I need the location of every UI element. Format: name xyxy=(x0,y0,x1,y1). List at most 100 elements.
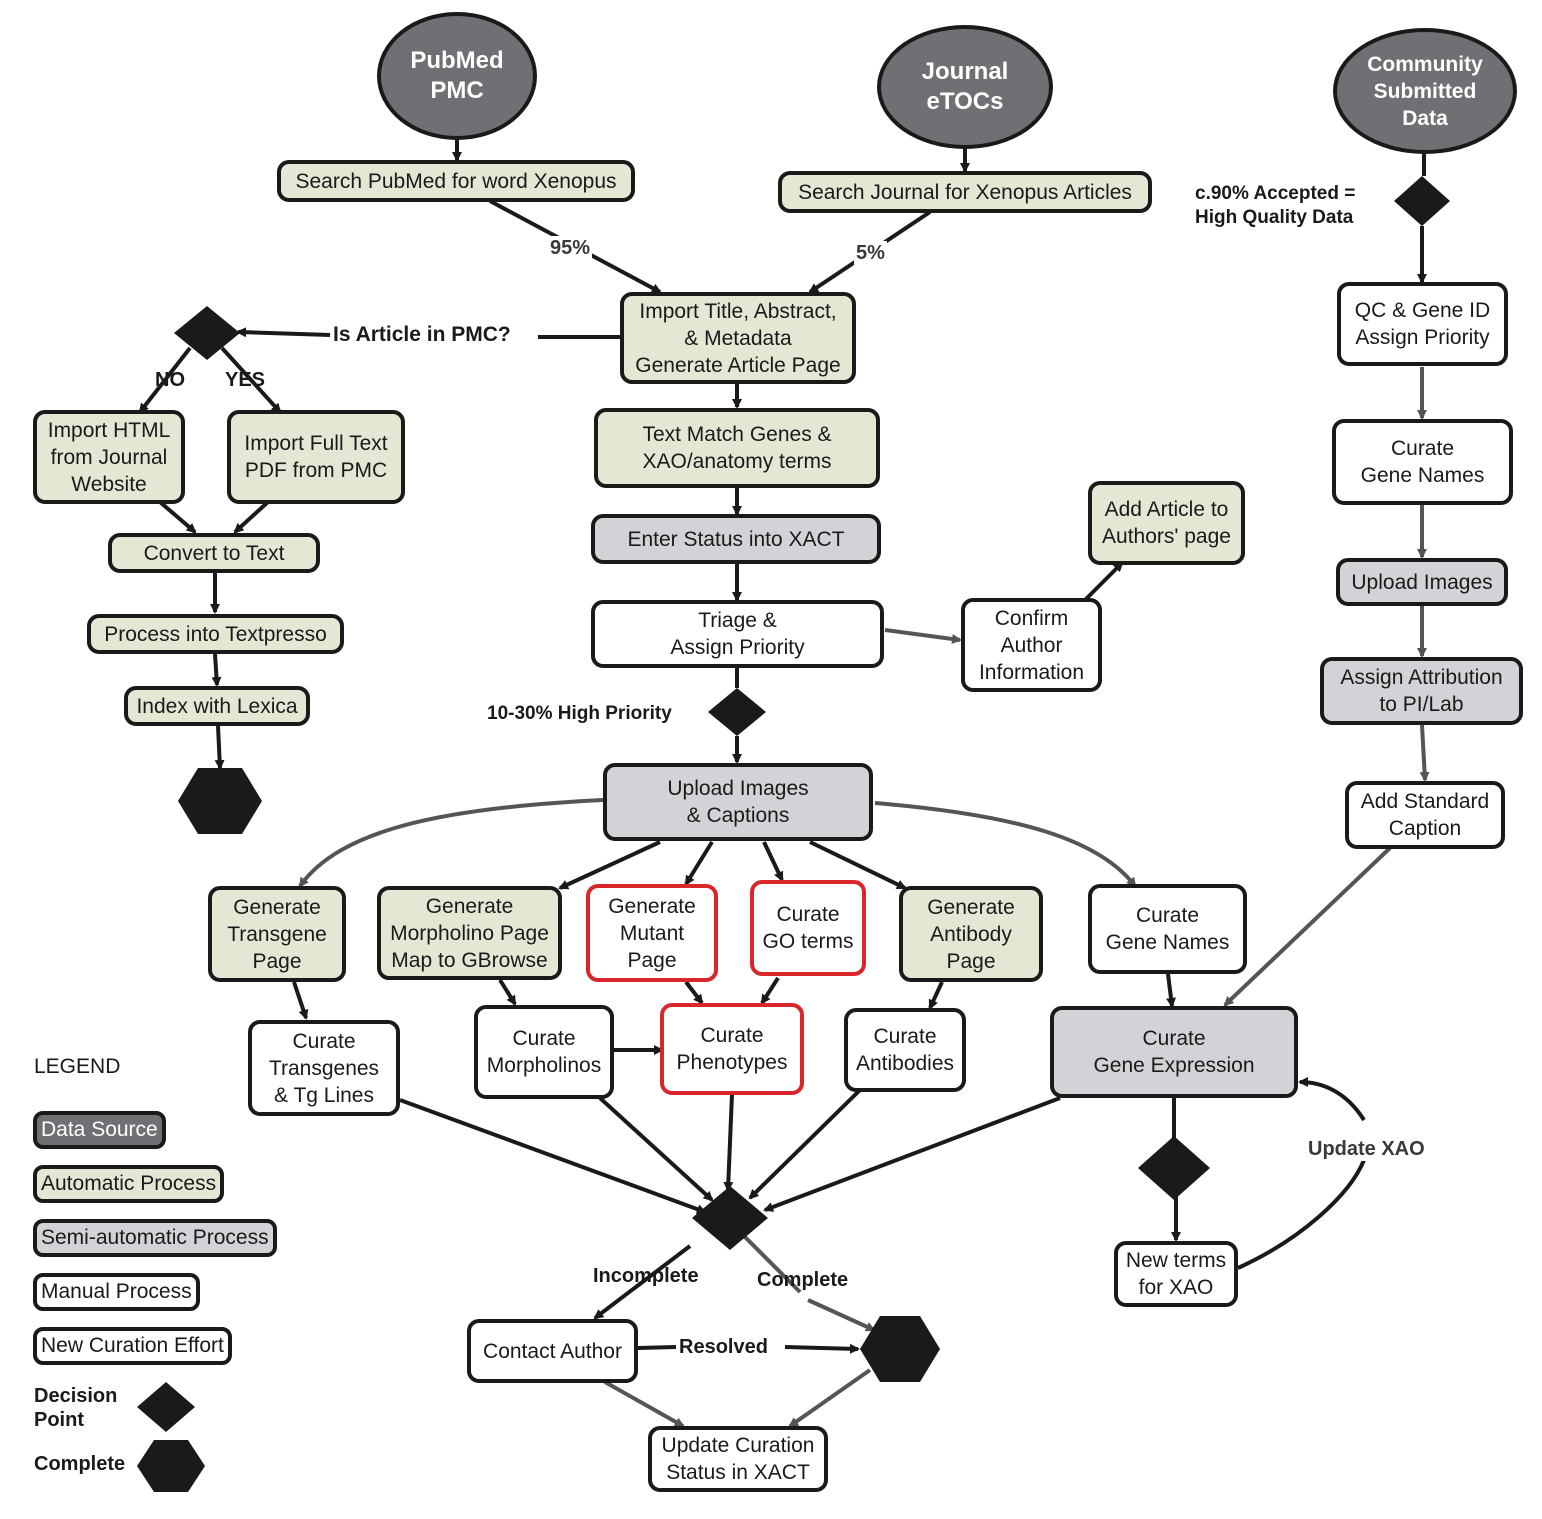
arrow-no xyxy=(138,346,192,414)
label-5-percent: 5% xyxy=(854,241,887,265)
upload-captions-node: Upload Images & Captions xyxy=(603,763,873,841)
update-curation-status-node: Update Curation Status in XACT xyxy=(648,1426,828,1492)
arrow-html-convert xyxy=(158,500,197,534)
generate-mutant-node: Generate Mutant Page xyxy=(586,884,718,982)
curate-gene-expression-node: Curate Gene Expression xyxy=(1050,1006,1298,1098)
source-pubmed-pmc: PubMed PMC xyxy=(377,12,537,140)
arrow-resolved xyxy=(784,1343,860,1354)
label-update-xao: Update XAO xyxy=(1306,1137,1427,1161)
complete-hexagon-curation xyxy=(860,1316,940,1382)
arrow-phenotypes-decision xyxy=(723,1093,734,1192)
arrow-caption-expression xyxy=(1223,846,1392,1007)
arrow-go-phenotype xyxy=(760,976,780,1005)
search-pubmed-node: Search PubMed for word Xenopus xyxy=(277,160,635,202)
arrow-mutant-phenotype xyxy=(684,980,704,1005)
contact-author-node: Contact Author xyxy=(467,1319,638,1383)
legend-automatic-process: Automatic Process xyxy=(33,1165,225,1203)
label-resolved: Resolved xyxy=(679,1336,768,1358)
curate-go-node: Curate GO terms xyxy=(750,880,866,976)
label-is-article-in-pmc: Is Article in PMC? xyxy=(333,323,511,346)
enter-status-node: Enter Status into XACT xyxy=(591,514,881,564)
arrow-upload-antibody xyxy=(809,840,907,890)
legend-new-curation-effort: New Curation Effort xyxy=(33,1327,232,1365)
source-journal-etocs: Journal eTOCs xyxy=(877,25,1053,149)
curate-transgenes-node: Curate Transgenes & Tg Lines xyxy=(248,1020,400,1116)
arrow-index-complete xyxy=(214,725,225,770)
arrow-pmc-decision xyxy=(236,327,331,338)
curate-gene-names-mid-node: Curate Gene Names xyxy=(1088,884,1247,974)
upload-images-right-node: Upload Images xyxy=(1336,558,1508,606)
arrow-triage-confirm xyxy=(884,628,962,644)
line-complete-left xyxy=(736,1228,802,1294)
curate-antibodies-node: Curate Antibodies xyxy=(844,1008,966,1092)
decision-diamond-priority xyxy=(708,688,766,736)
convert-text-node: Convert to Text xyxy=(108,533,320,573)
line-update-xao-bottom xyxy=(1237,1159,1366,1270)
import-full-text-node: Import Full Text PDF from PMC xyxy=(227,410,405,504)
label-high-priority: 10-30% High Priority xyxy=(487,703,672,724)
arrow-upload-morpholino xyxy=(558,840,661,890)
label-no: NO xyxy=(155,369,185,391)
new-terms-node: New terms for XAO xyxy=(1114,1241,1238,1307)
arrow-transgene-curate xyxy=(292,981,309,1020)
arrow-morpholinos-decision xyxy=(598,1096,714,1202)
arrow-upload-mutant xyxy=(684,840,714,886)
legend-hexagon-icon xyxy=(137,1440,205,1492)
assign-attribution-node: Assign Attribution to PI/Lab xyxy=(1320,657,1523,725)
label-95-percent: 95% xyxy=(548,236,593,260)
arrow-expression-decision xyxy=(763,1096,1061,1212)
arrow-complete xyxy=(807,1298,876,1332)
add-standard-caption-node: Add Standard Caption xyxy=(1345,781,1505,849)
arrow-incomplete xyxy=(593,1244,692,1320)
curate-gene-names-right-node: Curate Gene Names xyxy=(1332,419,1513,505)
decision-diamond-completeness xyxy=(692,1186,768,1250)
label-yes: YES xyxy=(225,369,266,391)
label-complete: Complete xyxy=(757,1269,849,1291)
triage-node: Triage & Assign Priority xyxy=(591,600,884,668)
add-article-node: Add Article to Authors' page xyxy=(1088,481,1245,565)
arrow-yes xyxy=(220,346,282,414)
arrow-assign-caption xyxy=(1419,724,1430,782)
legend-complete-label: Complete xyxy=(34,1453,126,1475)
arrow-morpholino-curate xyxy=(498,978,517,1006)
legend-title: LEGEND xyxy=(34,1055,121,1078)
search-journal-node: Search Journal for Xenopus Articles xyxy=(778,171,1152,213)
confirm-author-node: Confirm Author Information xyxy=(961,598,1102,692)
index-lexica-node: Index with Lexica xyxy=(124,686,310,726)
generate-antibody-node: Generate Antibody Page xyxy=(899,886,1043,982)
legend-manual-process: Manual Process xyxy=(33,1273,200,1311)
arrow-upload-go xyxy=(762,841,784,882)
curate-morpholinos-node: Curate Morpholinos xyxy=(474,1005,614,1099)
decision-diamond-pmc xyxy=(174,306,240,360)
line-resolved-left xyxy=(637,1345,677,1350)
legend-data-source: Data Source xyxy=(33,1111,166,1149)
arrow-antibody-curate xyxy=(928,981,944,1010)
arrow-complete-update xyxy=(788,1368,872,1428)
source-community-data: Community Submitted Data xyxy=(1333,28,1517,154)
generate-transgene-node: Generate Transgene Page xyxy=(208,886,346,982)
arrow-confirm-add xyxy=(1083,561,1124,602)
generate-morpholino-node: Generate Morpholino Page Map to GBrowse xyxy=(377,886,562,980)
process-textpresso-node: Process into Textpresso xyxy=(87,614,344,654)
decision-diamond-xao xyxy=(1138,1136,1210,1200)
curate-phenotypes-node: Curate Phenotypes xyxy=(660,1003,804,1095)
decision-diamond-accepted xyxy=(1394,176,1450,226)
import-html-node: Import HTML from Journal Website xyxy=(33,410,185,504)
label-incomplete: Incomplete xyxy=(593,1265,699,1287)
complete-hexagon-textpresso xyxy=(178,768,262,834)
legend-decision-point-label: Decision Point xyxy=(34,1385,118,1431)
label-accepted-quality: c.90% Accepted = High Quality Data xyxy=(1195,183,1356,228)
arrow-full-convert xyxy=(233,500,270,534)
arrow-process-index xyxy=(211,653,222,687)
arrow-update-xao xyxy=(1298,1077,1366,1122)
arrow-genenames-expression xyxy=(1166,973,1176,1008)
legend-semi-automatic-process: Semi-automatic Process xyxy=(33,1219,277,1257)
qc-gene-id-node: QC & Gene ID Assign Priority xyxy=(1337,282,1508,366)
arrow-antibodies-decision xyxy=(748,1088,862,1200)
arrow-transgenes-decision xyxy=(399,1098,707,1214)
legend-diamond-icon xyxy=(137,1382,195,1432)
arrow-contact-update xyxy=(604,1380,685,1428)
arrow-upload-genenames xyxy=(874,801,1137,888)
